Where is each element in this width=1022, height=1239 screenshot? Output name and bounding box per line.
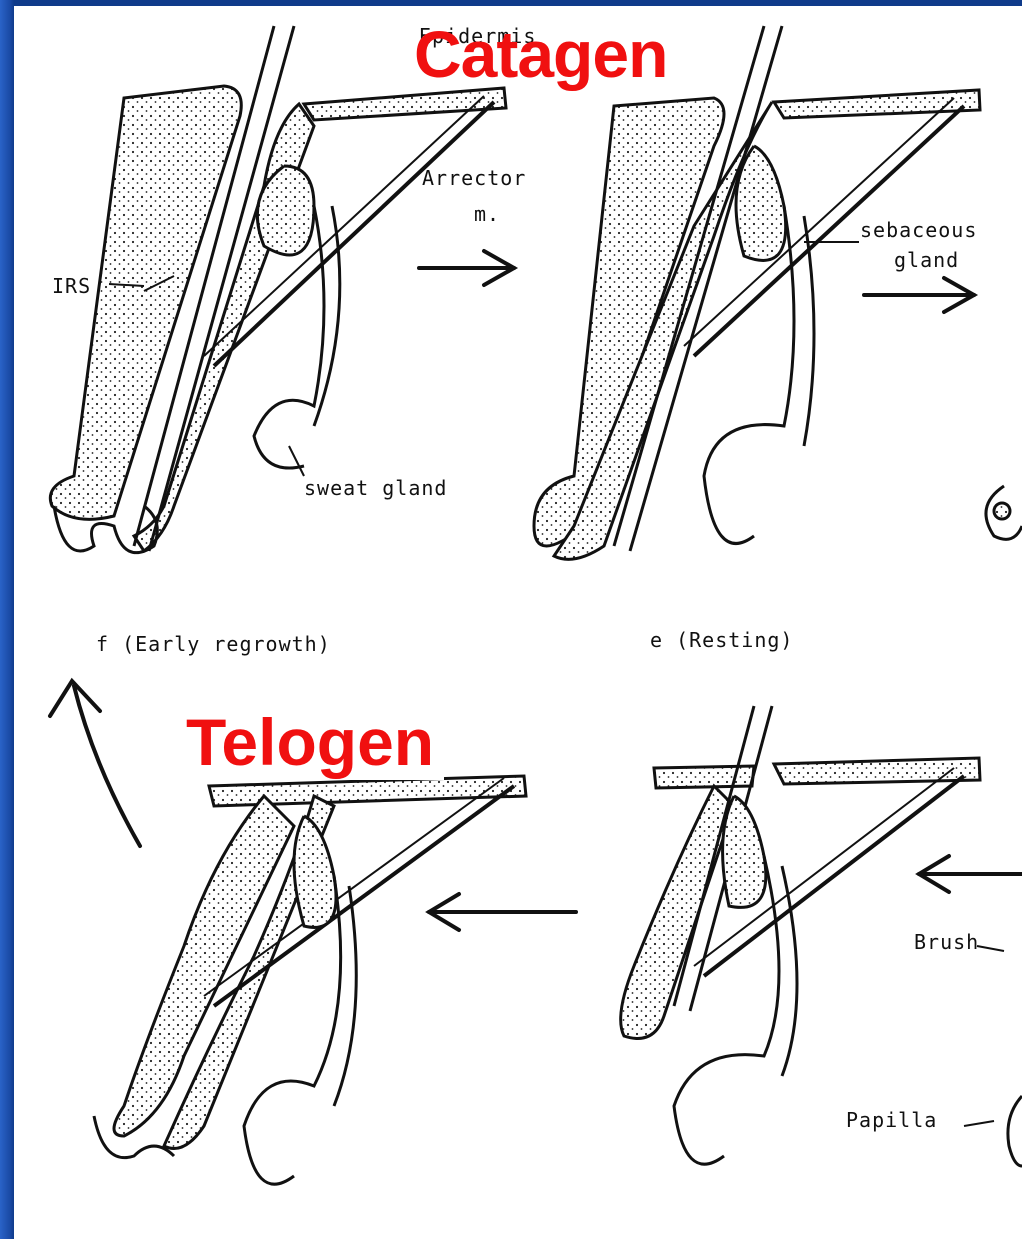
follicle-bottom-left: [94, 776, 526, 1184]
label-sweat-gland: sweat gland: [304, 476, 447, 500]
title-telogen: Telogen: [176, 704, 444, 780]
right-arrow-icon: [419, 251, 514, 285]
title-catagen: Catagen: [414, 16, 667, 92]
follicle-top-right-partial: [986, 486, 1022, 539]
follicle-top-left: [50, 26, 506, 553]
label-gland: gland: [894, 248, 959, 272]
diagram-panel: Epidermis Arrector m. IRS sweat gland se…: [14, 6, 1022, 1239]
follicle-bottom-right-partial: [1008, 1096, 1022, 1166]
label-papilla: Papilla: [846, 1108, 937, 1132]
right-arrow-icon: [864, 278, 974, 312]
hair-cycle-illustration: [14, 6, 1022, 1239]
label-stage-f: f (Early regrowth): [96, 632, 331, 656]
left-arrow-icon: [919, 856, 1022, 892]
label-brush: Brush: [914, 930, 979, 954]
label-sebaceous: sebaceous: [860, 218, 977, 242]
label-stage-e: e (Resting): [650, 628, 793, 652]
follicle-top-middle: [534, 26, 980, 559]
label-arrector-m: m.: [474, 202, 500, 226]
left-arrow-icon: [429, 894, 576, 930]
label-arrector: Arrector: [422, 166, 526, 190]
curved-up-arrow-icon: [50, 681, 140, 846]
label-irs: IRS: [52, 274, 91, 298]
